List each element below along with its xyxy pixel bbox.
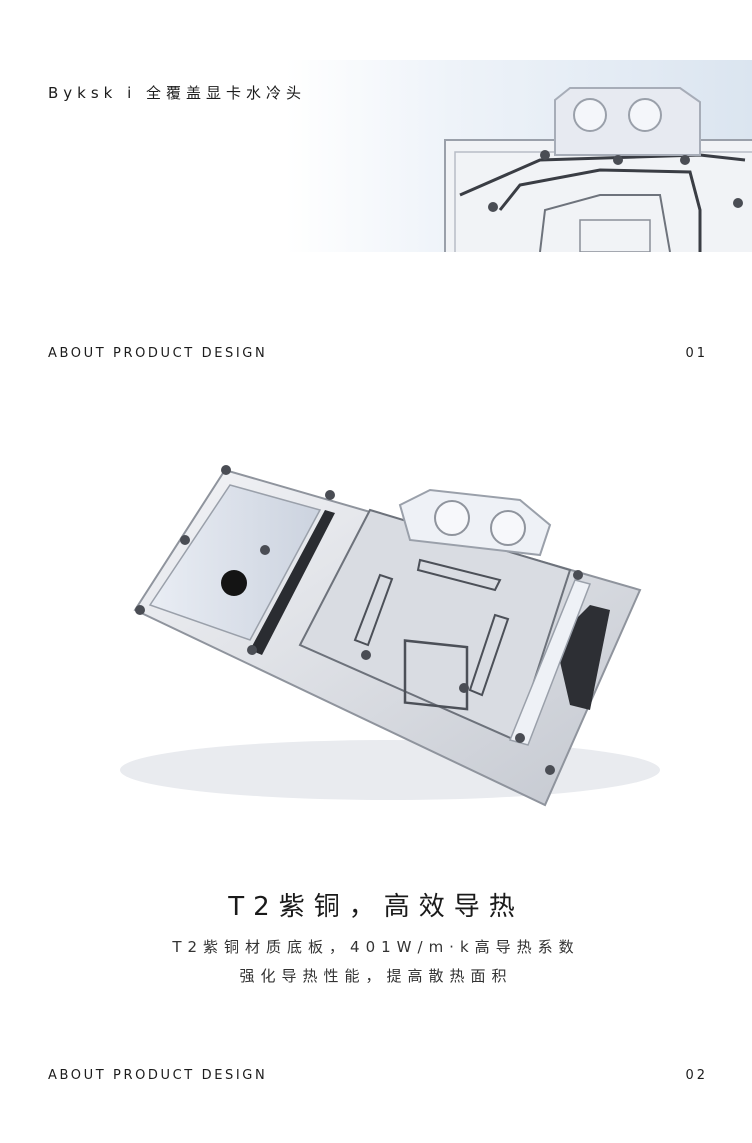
- feature-description-line-1: T2紫铜材质底板，401W/m·k高导热系数: [172, 938, 580, 956]
- section-title-01: ABOUT PRODUCT DESIGN: [48, 346, 268, 361]
- brand-title: Byksk i 全覆盖显卡水冷头: [48, 84, 307, 102]
- feature-headline: T2紫铜，高效导热: [228, 892, 524, 922]
- feature-description-line-2: 强化导热性能，提高散热面积: [239, 967, 513, 985]
- section-number-02: 02: [685, 1068, 708, 1083]
- section-title-02: ABOUT PRODUCT DESIGN: [48, 1068, 268, 1083]
- hero-banner: [0, 60, 752, 252]
- section-number-01: 01: [685, 346, 708, 361]
- cooler-top-detail-illustration: [444, 87, 752, 252]
- gpu-water-block-illustration: [120, 465, 660, 807]
